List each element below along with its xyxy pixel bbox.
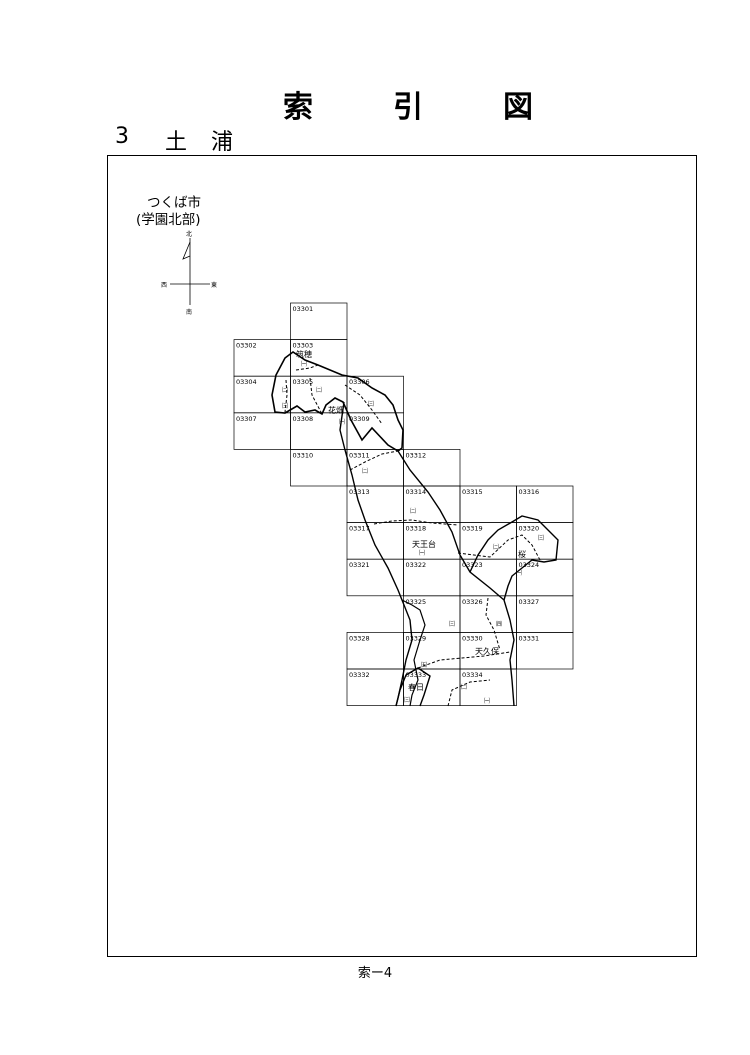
map-sheet-label: 03330: [462, 634, 483, 642]
map-sheet-label: 03319: [462, 525, 483, 533]
area-number: 3: [115, 124, 129, 149]
map-sheet-cell[interactable]: [516, 632, 574, 670]
map-sheet-label: 03323: [462, 561, 483, 569]
map-sheet-label: 03310: [293, 451, 314, 459]
area-name: 土 浦: [165, 124, 233, 156]
title-char-1: 索: [283, 90, 313, 125]
map-sheet-label: 03313: [349, 488, 370, 496]
map-sheet-label: 03308: [293, 415, 314, 423]
compass-east-label: 東: [211, 281, 217, 289]
map-sheet-label: 03317: [349, 525, 370, 533]
map-sheet-label: 03307: [236, 415, 257, 423]
map-sheet-label: 03301: [293, 305, 314, 313]
map-sheet-label: 03325: [406, 598, 427, 606]
chome-mark: ㈤: [421, 661, 427, 669]
map-sheet-label: 03316: [519, 488, 540, 496]
chome-mark: ㈡: [410, 507, 416, 515]
chome-mark: ㈠: [516, 569, 522, 577]
chome-mark: ㈡: [461, 683, 467, 691]
place-kasuga: 春日: [408, 682, 424, 692]
map-sheet-label: 03315: [462, 488, 483, 496]
map-sheet-label: 03331: [519, 634, 540, 642]
map-sheet-label: 03311: [349, 451, 370, 459]
map-sheet-label: 03333: [406, 671, 427, 679]
town-boundaries: [271, 351, 559, 707]
map-frame: [107, 155, 697, 957]
title-char-2: 引: [393, 90, 423, 125]
map-sheet-label: 03329: [406, 634, 427, 642]
chome-mark: ㈠: [301, 360, 307, 368]
place-sakura: 桜: [518, 549, 526, 559]
area-heading: 3 土 浦: [115, 124, 233, 156]
chome-mark: ㈡: [493, 543, 499, 551]
compass-south-label: 南: [186, 308, 192, 316]
map-sheet-label: 03332: [349, 671, 370, 679]
compass-west-label: 西: [161, 282, 167, 289]
map-sheet-label: 03302: [236, 342, 257, 350]
page-number: 索ー4: [357, 966, 393, 981]
chome-mark: ㈡: [282, 386, 288, 394]
map-sheet-label: 03318: [406, 525, 427, 533]
chome-mark: ㈠: [484, 697, 490, 705]
chome-boundaries: [284, 364, 541, 707]
map-sheet-label: 03314: [406, 488, 427, 496]
chome-marks: ㈠ ㈡ ㈢ ㈡ ㈢ ㈠ ㈡ ㈡ ㈠ ㈡ ㈢ ㈠ ㈢ ㈣ ㈤ ㈢ ㈡ ㈠: [282, 360, 544, 705]
chome-mark: ㈢: [538, 534, 544, 542]
map-sheet-cell[interactable]: [459, 668, 517, 706]
chome-mark: ㈢: [282, 402, 288, 410]
map-sheet-label: 03334: [462, 671, 483, 679]
map-sheet-label: 03304: [236, 378, 257, 386]
chome-mark: ㈢: [368, 400, 374, 408]
chome-mark: ㈡: [362, 467, 368, 475]
chome-mark: ㈣: [496, 620, 502, 628]
chome-mark: ㈢: [404, 696, 410, 704]
map-sheet-label: 03328: [349, 634, 370, 642]
map-sheet-label: 03306: [349, 378, 370, 386]
map-sheet-grid: 03301 03302 03303 03304 03305 03306 03307 03308…: [233, 302, 574, 706]
chome-mark: ㈢: [449, 620, 455, 628]
city-district: (学園北部): [136, 212, 201, 228]
place-tenkubo: 天久保: [475, 646, 499, 656]
area-name-char-1: 土: [165, 130, 188, 155]
place-hanabatake: 花畑: [328, 405, 344, 415]
chome-mark: ㈡: [316, 386, 322, 394]
place-tennodai: 天王台: [412, 539, 436, 549]
page-title: 索 引 図: [283, 82, 533, 126]
map-sheet-label: 03322: [406, 561, 427, 569]
map-sheet-label: 03303: [293, 342, 314, 350]
place-tsukuho: 筑穂: [296, 349, 312, 359]
map-sheet-label: 03320: [519, 525, 540, 533]
compass-north-label: 北: [186, 230, 192, 238]
chome-mark: ㈠: [339, 418, 345, 426]
title-char-3: 図: [503, 90, 533, 125]
map-sheet-label: 03312: [406, 451, 427, 459]
map-sheet-label: 03305: [293, 378, 314, 386]
map-sheet-label: 03321: [349, 561, 370, 569]
map-sheet-label: 03324: [519, 561, 540, 569]
chome-mark: ㈠: [419, 549, 425, 557]
map-sheet-label: 03326: [462, 598, 483, 606]
map-sheet-label: 03327: [519, 598, 540, 606]
area-name-char-2: 浦: [211, 130, 234, 155]
city-name: つくば市: [147, 194, 201, 211]
map-sheet-label: 03309: [349, 415, 370, 423]
compass-rose: 北 南 東 西: [161, 230, 217, 316]
